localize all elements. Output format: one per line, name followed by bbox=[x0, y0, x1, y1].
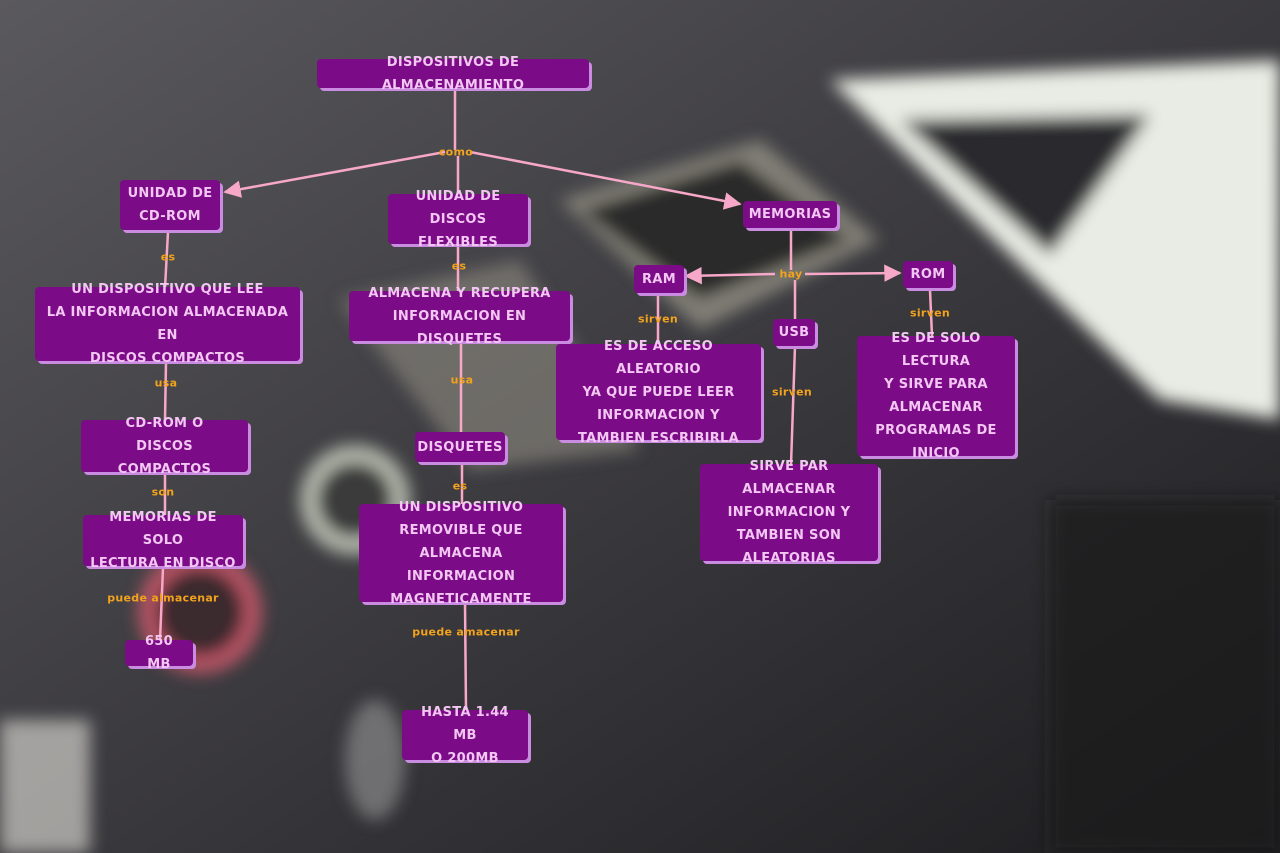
connector bbox=[465, 603, 466, 710]
concept-floppy-desc[interactable]: ALMACENA Y RECUPERA INFORMACION EN DISQU… bbox=[349, 291, 570, 341]
concept-cdrom-desc[interactable]: UN DISPOSITIVO QUE LEE LA INFORMACION AL… bbox=[35, 287, 300, 361]
concept-rom[interactable]: ROM bbox=[903, 261, 953, 288]
link-label: sirven bbox=[772, 386, 812, 399]
concept-rom-desc[interactable]: ES DE SOLO LECTURA Y SIRVE PARA ALMACENA… bbox=[857, 336, 1015, 456]
concept-floppy-capacity[interactable]: HASTA 1.44 MB O 200MB bbox=[402, 710, 528, 760]
concept-usb[interactable]: USB bbox=[773, 319, 815, 346]
link-label: es bbox=[452, 260, 467, 273]
concept-usb-desc[interactable]: SIRVE PAR ALMACENAR INFORMACION Y TAMBIE… bbox=[700, 464, 878, 561]
link-label: sirven bbox=[910, 307, 950, 320]
concept-ram[interactable]: RAM bbox=[634, 265, 684, 293]
concept-memorias[interactable]: MEMORIAS bbox=[743, 201, 837, 228]
concept-cd-discs[interactable]: CD-ROM O DISCOS COMPACTOS bbox=[81, 420, 248, 472]
concept-cd-memory[interactable]: MEMORIAS DE SOLO LECTURA EN DISCO bbox=[83, 515, 243, 566]
link-label: sirven bbox=[638, 313, 678, 326]
link-label: es bbox=[161, 251, 176, 264]
link-label: son bbox=[152, 486, 175, 499]
concept-cd-capacity[interactable]: 650 MB bbox=[125, 640, 193, 666]
connector bbox=[805, 273, 900, 274]
connector bbox=[686, 274, 775, 276]
link-label: como bbox=[439, 146, 473, 159]
concept-ram-desc[interactable]: ES DE ACCESO ALEATORIO YA QUE PUEDE LEER… bbox=[556, 344, 761, 440]
link-label: usa bbox=[451, 374, 474, 387]
link-label: es bbox=[453, 480, 468, 493]
link-label: puede almacenar bbox=[107, 592, 219, 605]
link-label: puede amacenar bbox=[412, 626, 520, 639]
link-label: usa bbox=[155, 377, 178, 390]
link-label: hay bbox=[780, 268, 803, 281]
concept-floppy-unit[interactable]: UNIDAD DE DISCOS FLEXIBLES bbox=[388, 194, 528, 244]
concept-cdrom-unit[interactable]: UNIDAD DE CD-ROM bbox=[120, 180, 220, 230]
concept-disquetes[interactable]: DISQUETES bbox=[415, 432, 505, 462]
concept-root[interactable]: DISPOSITIVOS DE ALMACENAMIENTO bbox=[317, 59, 589, 88]
connector bbox=[791, 346, 795, 465]
concept-disquete-desc[interactable]: UN DISPOSITIVO REMOVIBLE QUE ALMACENA IN… bbox=[359, 504, 563, 602]
